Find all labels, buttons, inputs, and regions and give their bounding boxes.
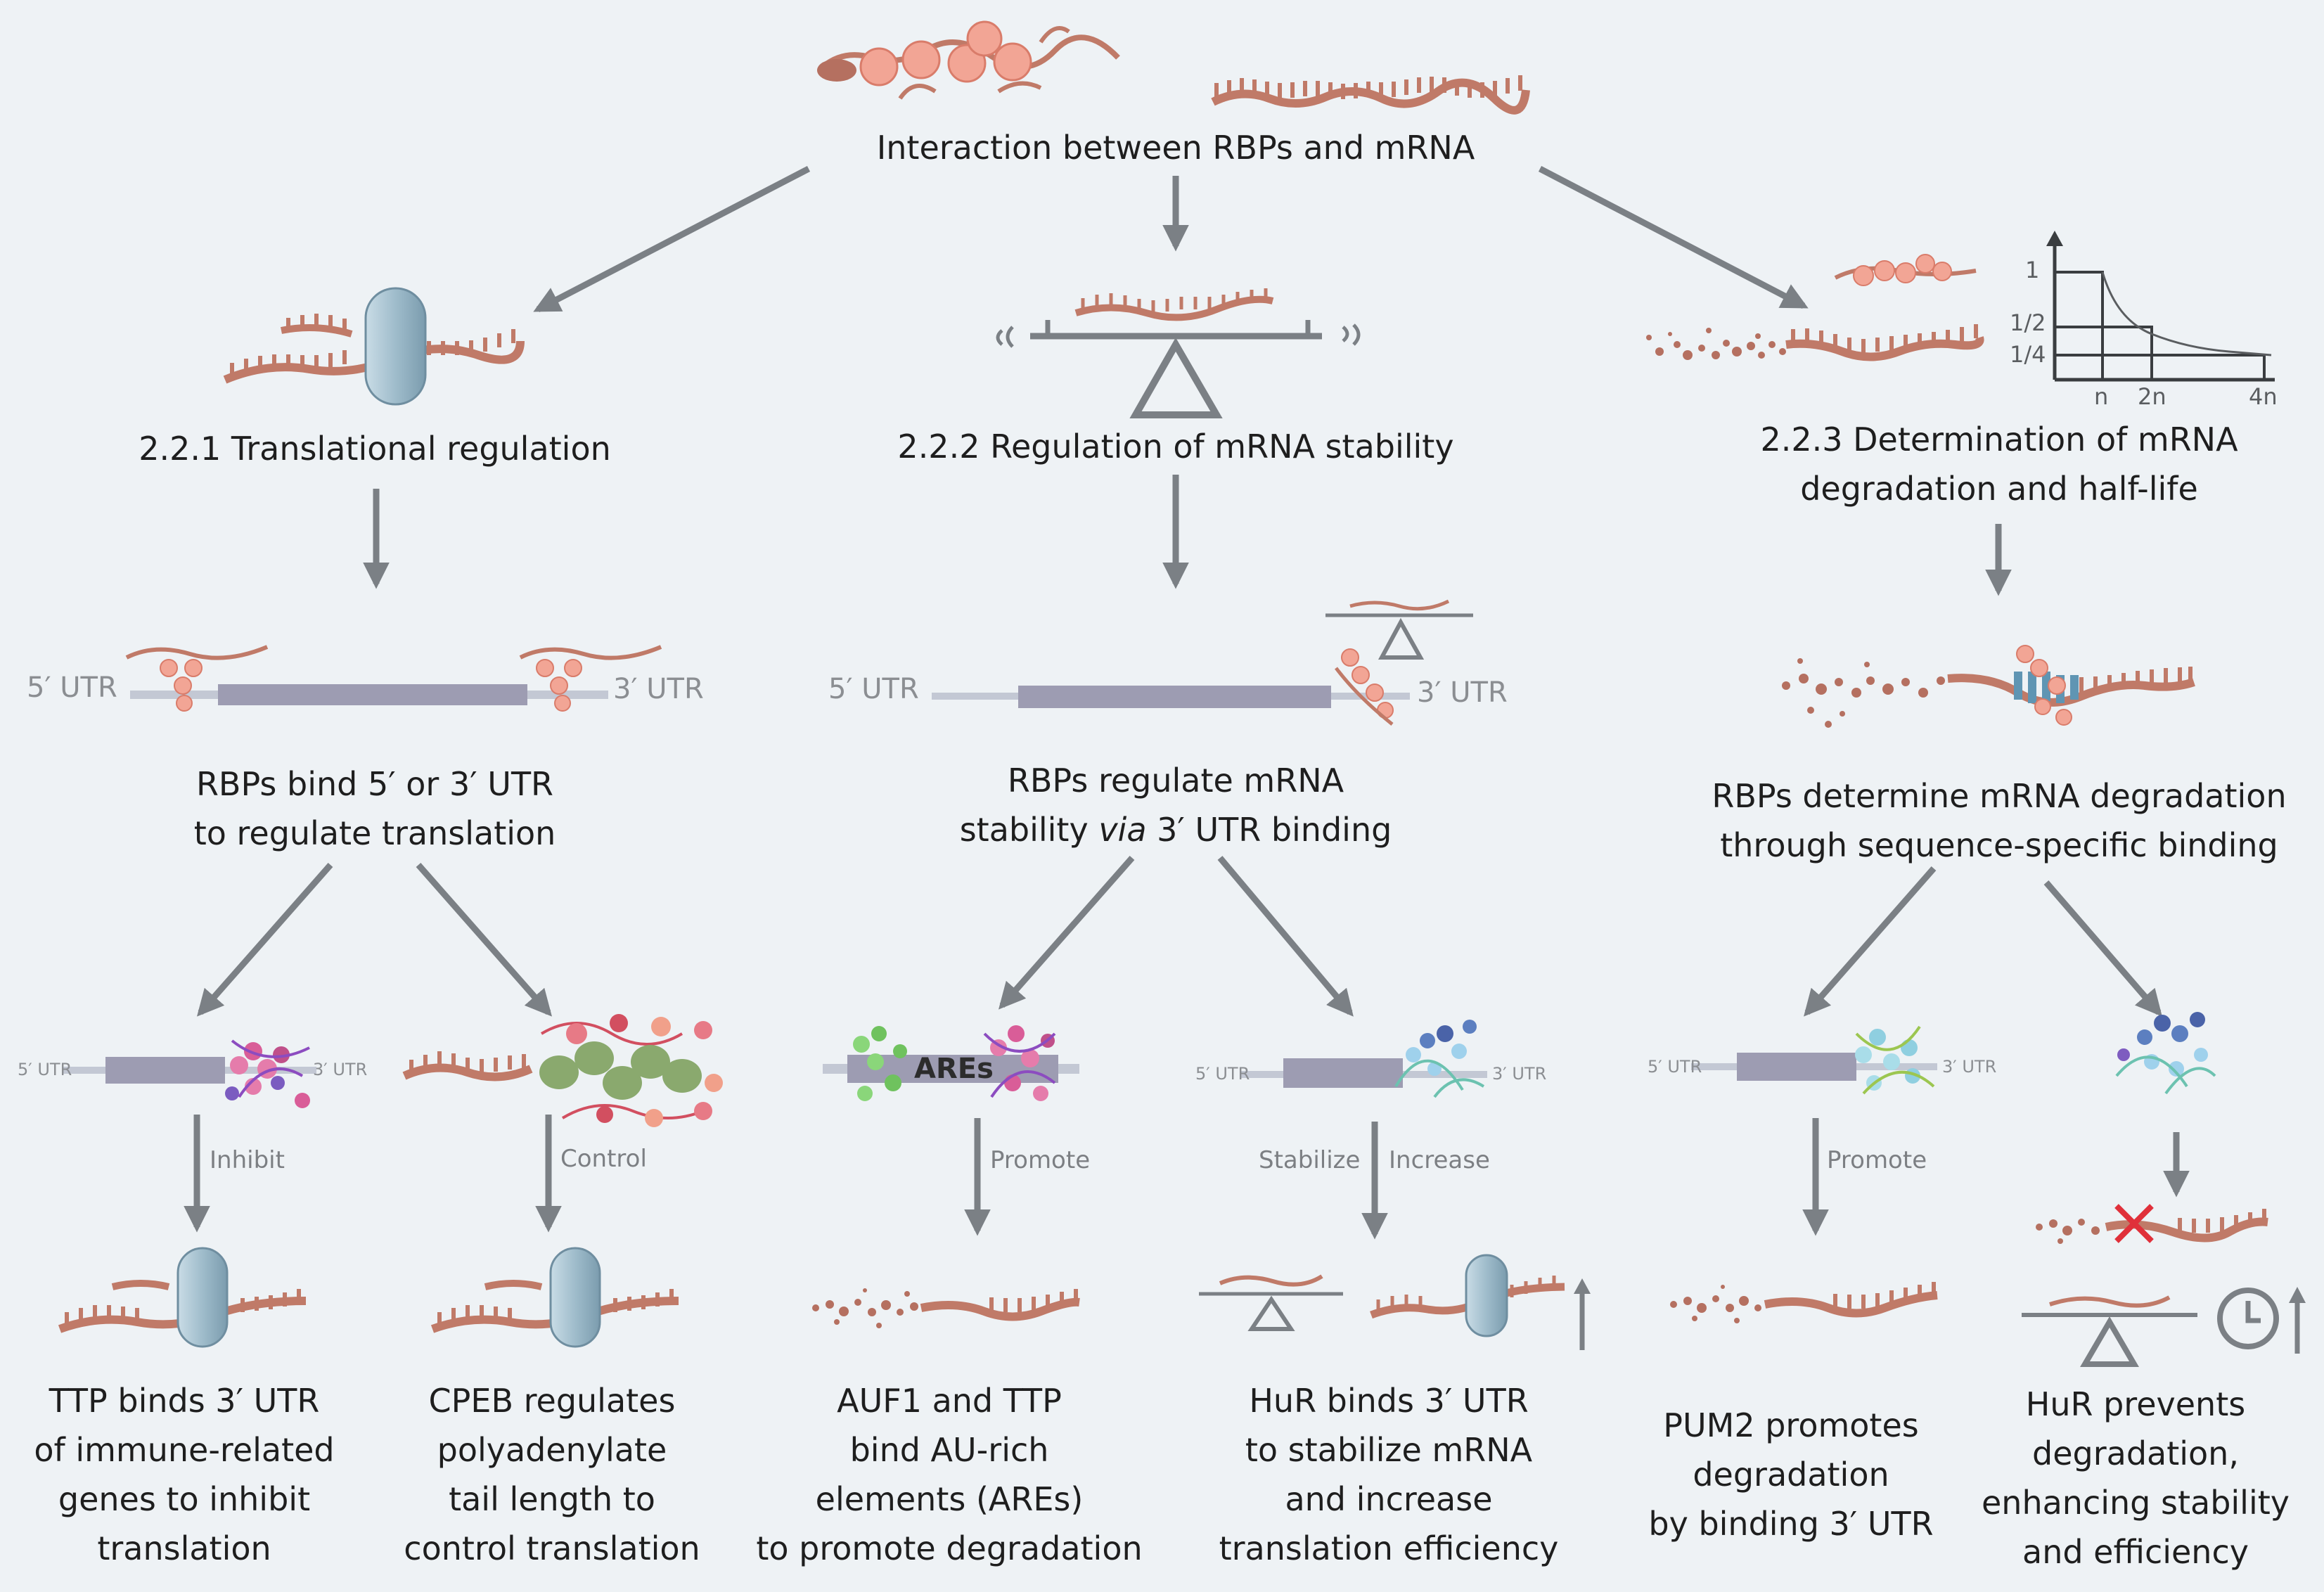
pum2-utr-leaf5 [1691, 1025, 1937, 1095]
ares-leaf3 [823, 1025, 1079, 1101]
chart-y-tick-half: 1/2 [2010, 309, 2046, 336]
root-mrna-icon [1211, 75, 1530, 115]
utr-5-label-b1: 5′ UTR [27, 672, 117, 704]
utr-5-small-leaf4: 5′ UTR [1195, 1064, 1250, 1084]
arrow-b2-left [999, 856, 1135, 1010]
action-stabilize: Stabilize [1259, 1146, 1361, 1174]
branch-3-heading: 2.2.3 Determination of mRNA degradation … [1760, 421, 2238, 508]
utr-bar-b1 [125, 645, 662, 712]
ribosome-result-leaf2 [430, 1247, 679, 1348]
utr-bar-b2 [932, 599, 1473, 726]
arrow-b1-right [416, 863, 552, 1017]
arrow-b3-right [2043, 880, 2162, 1017]
branch-1-heading: 2.2.1 Translational regulation [139, 430, 611, 468]
utr-5-small-leaf1: 5′ UTR [18, 1060, 72, 1079]
utr-3-small-leaf1: 3′ UTR [313, 1060, 368, 1079]
branch-2-summary: RBPs regulate mRNA stability via 3′ UTR … [959, 762, 1392, 849]
prevented-degradation-leaf6 [2022, 1204, 2306, 1367]
action-increase: Increase [1389, 1146, 1490, 1174]
action-promote-leaf3: Promote [990, 1146, 1091, 1174]
utr-3-label-b1: 3′ UTR [613, 673, 704, 705]
root-rbp-icon [817, 20, 1120, 100]
ribosome-icon-b1 [223, 287, 525, 406]
arrow-b3-left [1804, 866, 1937, 1017]
chart-x-tick-2n: 2n [2138, 383, 2166, 410]
chart-y-tick-1: 1 [2025, 257, 2040, 283]
degrading-mrna-icon-b3 [1646, 254, 1984, 361]
utr-3-label-b2: 3′ UTR [1417, 676, 1508, 709]
utr-5-label-b2: 5′ UTR [828, 673, 919, 705]
degrading-mrna-rbp-b3 [1782, 645, 2195, 728]
seesaw-icon-b2 [996, 288, 1361, 418]
utr-5-small-leaf5: 5′ UTR [1648, 1057, 1702, 1077]
stabilize-increase-leaf4 [1199, 1254, 1591, 1350]
arrow-root-to-b1 [533, 166, 811, 312]
branch-1-summary: RBPs bind 5′ or 3′ UTR to regulate trans… [193, 765, 556, 852]
action-control: Control [560, 1145, 647, 1173]
root-title: Interaction between RBPs and mRNA [876, 129, 1475, 167]
halflife-chart [2046, 231, 2275, 382]
utr-3-small-leaf4: 3′ UTR [1492, 1064, 1547, 1084]
polya-tail-leaf2 [402, 1014, 723, 1127]
ares-label: AREs [914, 1053, 994, 1085]
branch-3-summary: RBPs determine mRNA degradation through … [1712, 777, 2287, 864]
arrow-root-to-b3 [1538, 166, 1809, 309]
arrows [184, 166, 2190, 1240]
hur-cluster-leaf6 [2115, 1012, 2216, 1095]
utr-rbp-leaf1 [63, 1039, 316, 1108]
arrow-b1-left [197, 863, 333, 1017]
degraded-mrna-leaf5 [1670, 1282, 1938, 1323]
chart-x-tick-n: n [2094, 383, 2109, 410]
degraded-mrna-leaf3 [812, 1288, 1080, 1328]
chart-x-tick-4n: 4n [2249, 383, 2278, 410]
arrow-b2-right [1217, 856, 1354, 1017]
action-inhibit: Inhibit [210, 1146, 285, 1174]
hur-utr-leaf4 [1241, 1020, 1487, 1098]
action-promote-leaf5: Promote [1827, 1146, 1927, 1174]
ribosome-result-leaf1 [58, 1247, 307, 1348]
chart-y-tick-quarter: 1/4 [2010, 341, 2046, 368]
utr-3-small-leaf5: 3′ UTR [1942, 1057, 1997, 1077]
branch-2-heading: 2.2.2 Regulation of mRNA stability [897, 428, 1454, 466]
